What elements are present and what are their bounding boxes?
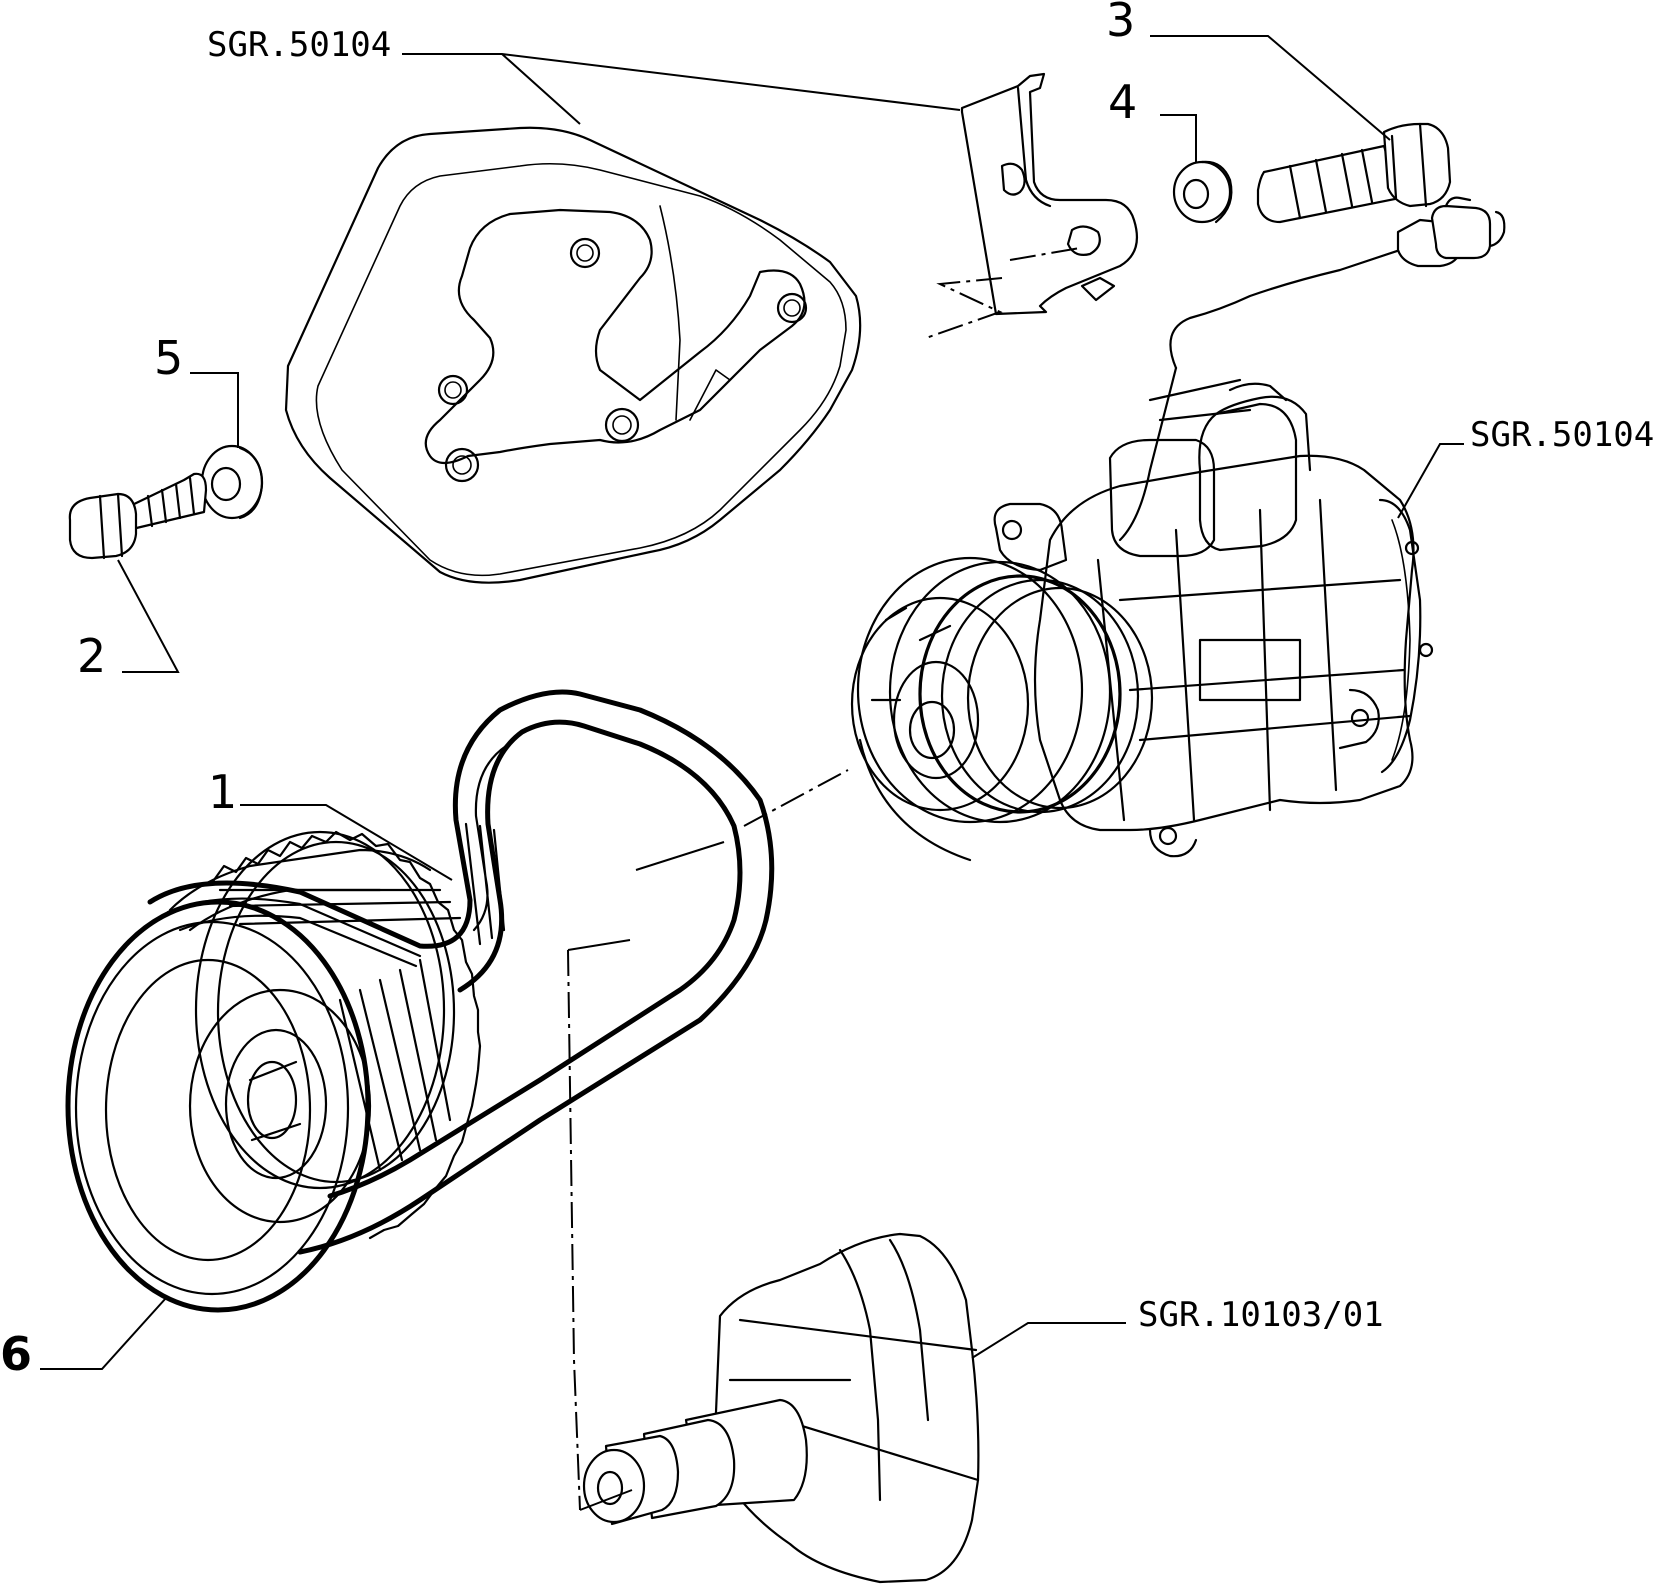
bolt-3: [1256, 122, 1452, 224]
compressor-ref-label: SGR.50104: [1470, 415, 1654, 455]
belt-1: [147, 689, 775, 1255]
leader-1b: [635, 841, 725, 871]
crankshaft: [582, 1232, 980, 1584]
leader-1: [240, 804, 453, 881]
leader-6: [40, 1297, 167, 1370]
bolt-2: [68, 472, 208, 560]
leader-lines: [40, 35, 1464, 1511]
callout-6: 6: [0, 1327, 32, 1381]
leader-2: [117, 559, 180, 673]
washer-5: [200, 444, 264, 520]
pulley-6: [65, 830, 482, 1313]
leader-5: [190, 372, 239, 448]
leader-3: [1150, 35, 1391, 141]
leader-compressor-ref: [1397, 443, 1464, 519]
callout-3: 3: [1106, 0, 1135, 47]
bracket: [925, 72, 1138, 339]
crankshaft-ref-label: SGR.10103/01: [1138, 1295, 1384, 1335]
compressor: [850, 196, 1506, 862]
callout-2: 2: [77, 629, 106, 683]
leader-crankshaft-ref: [971, 1322, 1126, 1359]
leader-4: [1160, 114, 1197, 162]
callout-1: 1: [208, 765, 237, 819]
callout-4: 4: [1108, 75, 1137, 129]
axis-lines: [567, 247, 1081, 1511]
leader-bracket-ref: [402, 53, 961, 125]
washer-4: [1172, 160, 1233, 224]
leader-crank-axis: [567, 939, 633, 1511]
bracket-ref-label: SGR.50104: [207, 25, 391, 65]
mounting-plate: [284, 126, 862, 584]
callout-5: 5: [154, 331, 183, 385]
